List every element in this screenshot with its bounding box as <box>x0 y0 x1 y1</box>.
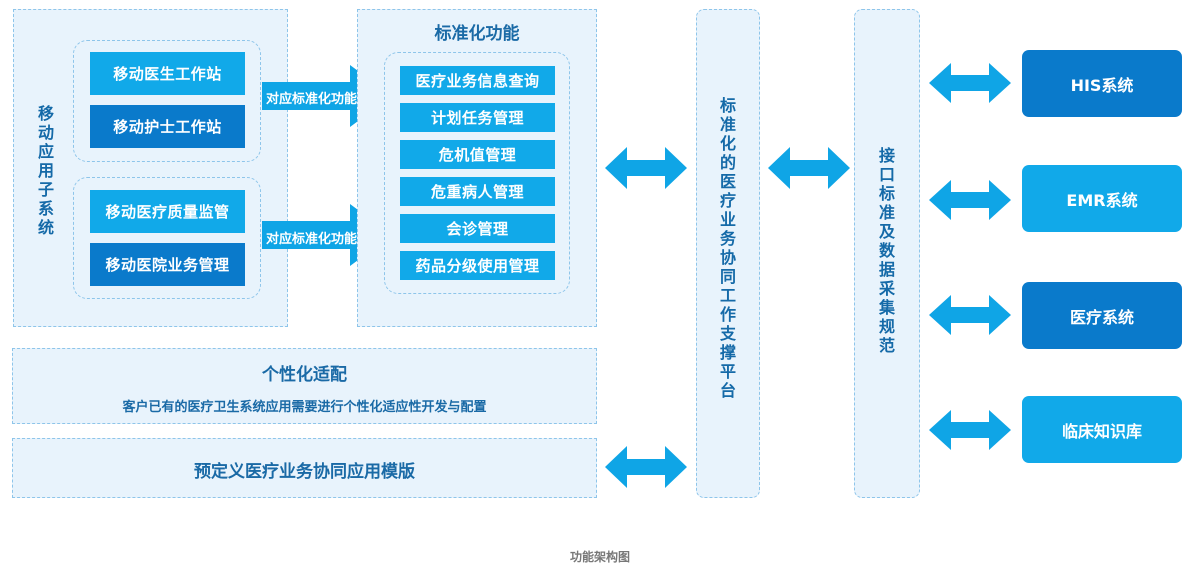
mobile-group-management <box>73 177 261 299</box>
templates-panel <box>12 438 597 498</box>
double-arrow-icon <box>768 147 850 189</box>
external-medical-system[interactable]: 医疗系统 <box>1022 282 1182 349</box>
double-arrow-icon <box>605 446 687 488</box>
mobile-hospital-business[interactable]: 移动医院业务管理 <box>90 243 245 286</box>
standard-function-item[interactable]: 危机值管理 <box>400 140 555 169</box>
external-emr-system[interactable]: EMR系统 <box>1022 165 1182 232</box>
standard-functions-group <box>384 52 570 294</box>
collaboration-platform-panel <box>696 9 760 498</box>
standard-functions-title: 标准化功能 <box>434 24 520 44</box>
double-arrow-icon <box>929 410 1011 450</box>
external-clinical-knowledge-base[interactable]: 临床知识库 <box>1022 396 1182 463</box>
mobile-group-clinical <box>73 40 261 162</box>
mapping-label-bottom: 对应标准化功能 <box>266 232 358 247</box>
mapping-label-top: 对应标准化功能 <box>266 92 358 107</box>
mobile-subsystem-title: 移动应用子系统 <box>37 104 54 237</box>
standard-function-item[interactable]: 计划任务管理 <box>400 103 555 132</box>
mobile-doctor-station[interactable]: 移动医生工作站 <box>90 52 245 95</box>
mobile-nurse-station[interactable]: 移动护士工作站 <box>90 105 245 148</box>
templates-title: 预定义医疗业务协同应用模版 <box>194 462 415 482</box>
double-arrow-icon <box>929 180 1011 220</box>
standard-function-item[interactable]: 药品分级使用管理 <box>400 251 555 280</box>
double-arrow-icon <box>929 63 1011 103</box>
diagram-caption: 功能架构图 <box>569 550 630 564</box>
interface-standard-panel <box>854 9 920 498</box>
mobile-quality-supervision[interactable]: 移动医疗质量监管 <box>90 190 245 233</box>
personalization-description: 客户已有的医疗卫生系统应用需要进行个性化适应性开发与配置 <box>122 400 487 415</box>
double-arrow-icon <box>605 147 687 189</box>
collaboration-platform-title: 标准化的医疗业务协同工作支撑平台 <box>719 96 736 400</box>
personalization-panel <box>12 348 597 424</box>
interface-standard-title: 接口标准及数据采集规范 <box>878 146 895 355</box>
external-his-system[interactable]: HIS系统 <box>1022 50 1182 117</box>
standard-function-item[interactable]: 医疗业务信息查询 <box>400 66 555 95</box>
double-arrow-icon <box>929 295 1011 335</box>
standard-function-item[interactable]: 危重病人管理 <box>400 177 555 206</box>
personalization-title: 个性化适配 <box>262 365 347 385</box>
standard-function-item[interactable]: 会诊管理 <box>400 214 555 243</box>
